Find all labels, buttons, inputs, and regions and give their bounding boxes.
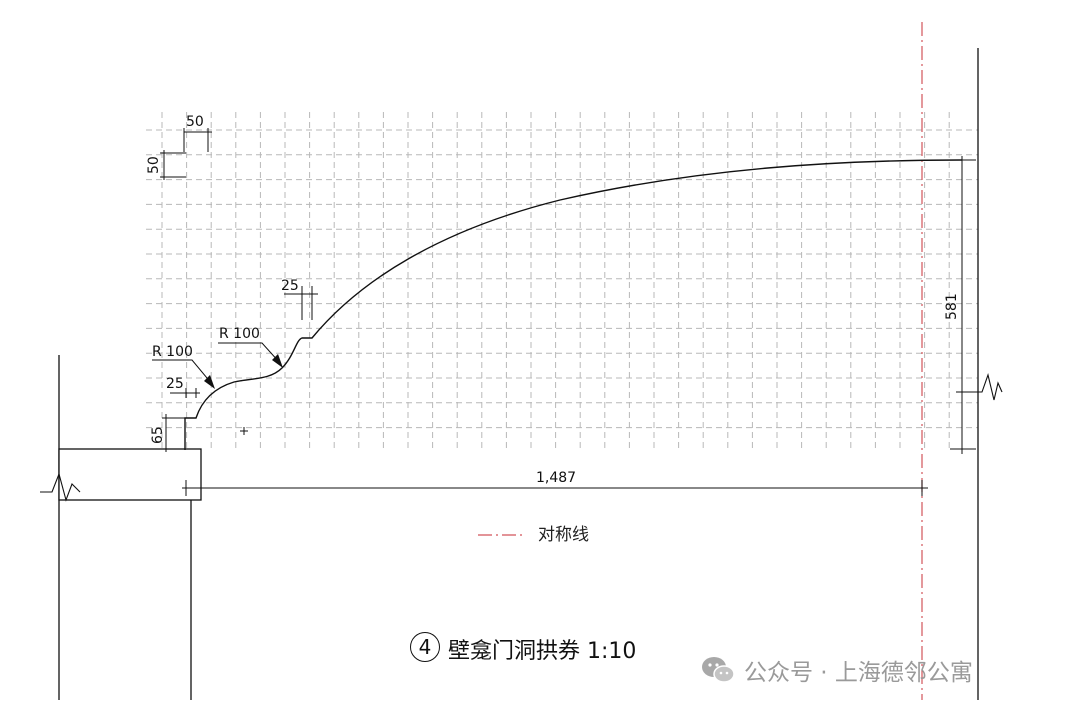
- left-beam: [58, 448, 202, 501]
- leader-radius-upper-arrow: [272, 354, 283, 368]
- drawing-number-badge: 4: [410, 632, 440, 662]
- dim-step-upper-label: 25: [281, 278, 299, 294]
- radius-upper-label: R 100: [219, 326, 260, 342]
- dim-grid-h: [183, 128, 212, 152]
- drawing-title: 壁龛门洞拱券 1:10: [448, 639, 637, 664]
- dim-total-height-label: 581: [944, 293, 960, 320]
- wechat-icon: [702, 657, 735, 683]
- left-break-symbol: [40, 472, 81, 502]
- dim-total-width: [182, 480, 928, 496]
- grid: [146, 112, 978, 452]
- dim-total-height: [950, 156, 976, 454]
- dim-grid-v: [160, 150, 186, 180]
- right-break-symbol: [956, 373, 1003, 401]
- arch-profile-curve: [184, 159, 963, 450]
- dim-step-upper: [284, 286, 318, 320]
- dim-step-lower-label: 25: [166, 376, 184, 392]
- leader-radius-lower: [152, 359, 213, 385]
- radius-lower-label: R 100: [152, 344, 193, 360]
- leader-radius-upper: [218, 342, 281, 364]
- dim-grid-v-label: 50: [146, 156, 162, 174]
- center-mark: [240, 427, 248, 435]
- watermark: 公众号 · 上海德邻公寓: [700, 652, 973, 688]
- watermark-text: 公众号 · 上海德邻公寓: [744, 660, 973, 686]
- leader-radius-lower-arrow: [204, 375, 215, 389]
- dim-base-height: [162, 414, 196, 452]
- dim-base-height-label: 65: [150, 426, 166, 444]
- dim-step-lower: [170, 388, 200, 398]
- legend-label: 对称线: [538, 525, 589, 545]
- dim-grid-h-label: 50: [186, 114, 204, 130]
- dim-total-width-label: 1,487: [536, 470, 576, 486]
